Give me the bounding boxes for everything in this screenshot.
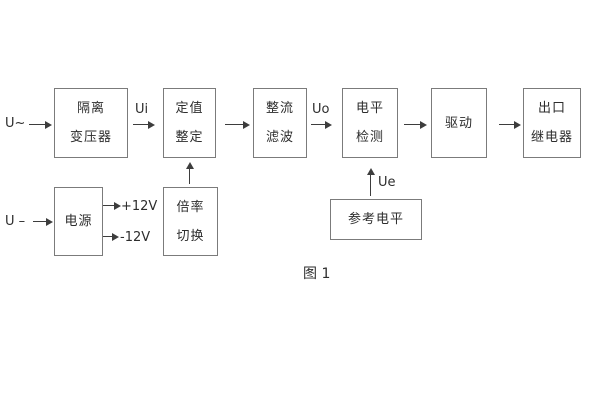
label-ac-input: U~ bbox=[5, 116, 26, 131]
block-power-supply: 电源 bbox=[54, 187, 103, 256]
arrow-up-icon-ratio-to-setting bbox=[185, 162, 194, 184]
block-label: 整定 bbox=[175, 130, 204, 145]
block-label: 电源 bbox=[64, 214, 93, 229]
block-label: 参考电平 bbox=[347, 211, 404, 227]
label-signal-ue: Ue bbox=[378, 175, 396, 190]
block-label: 继电器 bbox=[530, 130, 573, 145]
label-signal-uo: Uo bbox=[312, 102, 330, 117]
block-output-relay: 出口 继电器 bbox=[523, 88, 581, 158]
block-label: 倍率 bbox=[176, 199, 205, 215]
figure-caption: 图 1 bbox=[303, 266, 331, 282]
arrow-right-icon-ui-to-setting bbox=[133, 120, 155, 129]
arrow-right-icon-pos-rail bbox=[103, 201, 121, 210]
block-label: 驱动 bbox=[444, 115, 473, 131]
arrow-right-icon-dc-to-power bbox=[33, 217, 53, 226]
arrow-right-icon-ac-to-isolation bbox=[29, 120, 52, 129]
block-label: 电平 bbox=[355, 101, 384, 116]
block-label: 整流 bbox=[265, 101, 294, 116]
block-level-detector: 电平 检测 bbox=[342, 88, 398, 158]
block-label: 隔离 bbox=[76, 101, 105, 116]
block-reference-level: 参考电平 bbox=[330, 199, 422, 240]
block-setting-adjust: 定值 整定 bbox=[163, 88, 216, 158]
arrow-right-icon-driver-to-relay bbox=[499, 120, 521, 129]
block-rectifier-filter: 整流 滤波 bbox=[253, 88, 307, 158]
arrow-up-icon-reference-to-level bbox=[366, 168, 375, 196]
label-rail-pos: +12V bbox=[121, 199, 158, 214]
arrow-right-icon-uo-to-level bbox=[311, 120, 332, 129]
label-signal-ui: Ui bbox=[135, 102, 149, 117]
arrow-right-icon-level-to-driver bbox=[404, 120, 427, 129]
label-rail-neg: -12V bbox=[120, 230, 151, 245]
block-label: 切换 bbox=[176, 228, 205, 244]
block-driver: 驱动 bbox=[431, 88, 487, 158]
block-label: 变压器 bbox=[69, 130, 112, 145]
arrow-right-icon-setting-to-rect bbox=[225, 120, 250, 129]
block-label: 滤波 bbox=[265, 130, 294, 145]
label-dc-input: U – bbox=[5, 214, 26, 229]
arrow-right-icon-neg-rail bbox=[103, 232, 119, 241]
block-ratio-switch: 倍率 切换 bbox=[163, 187, 218, 256]
block-label: 出口 bbox=[537, 101, 566, 116]
block-isolation-transformer: 隔离 变压器 bbox=[54, 88, 128, 158]
block-label: 检测 bbox=[355, 130, 384, 145]
block-label: 定值 bbox=[175, 101, 204, 116]
